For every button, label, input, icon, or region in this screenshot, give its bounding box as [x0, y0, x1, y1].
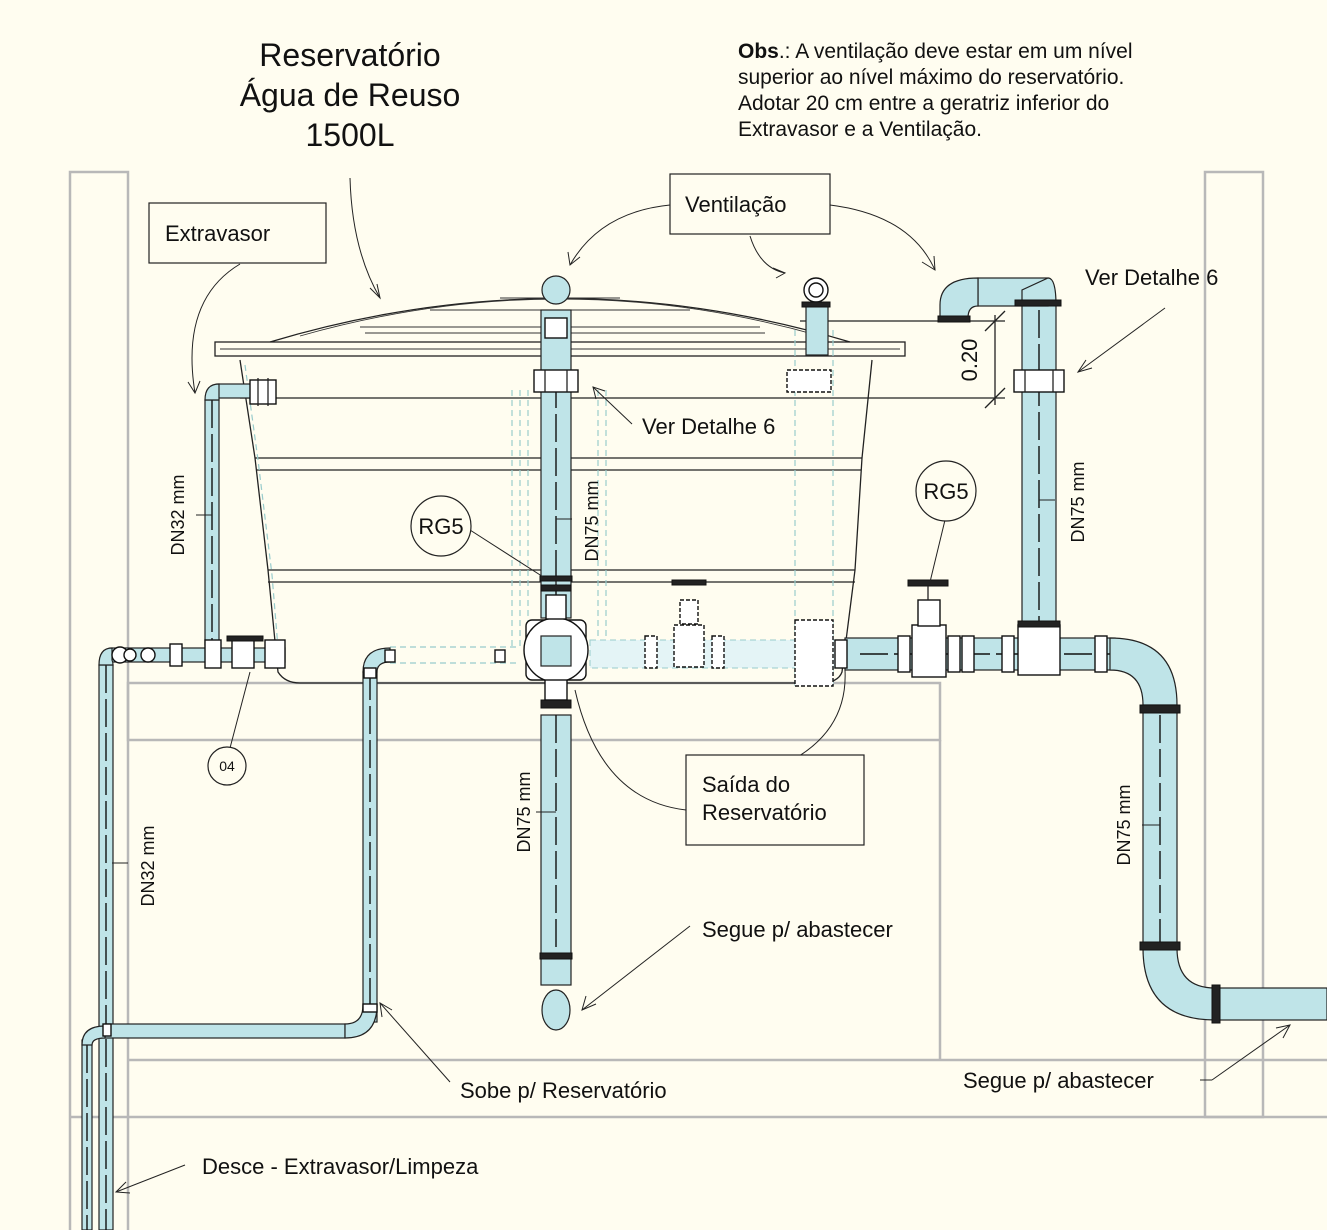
label-saida: Saída do Reservatório [685, 754, 865, 846]
label-extravasor-text: Extravasor [165, 221, 270, 246]
title-line2: Água de Reuso [240, 77, 461, 113]
rg5-right-marker: RG5 [915, 460, 977, 522]
ref-04-text: 04 [219, 758, 235, 774]
observation-note: Obs.: A ventilação deve estar em um níve… [738, 40, 1133, 141]
dn75-right-bottom: DN75 mm [1114, 784, 1134, 865]
note-line1: .: A ventilação deve estar em um nível [779, 40, 1133, 63]
label-saida-line1: Saída do [702, 772, 790, 797]
title-line1: Reservatório [259, 37, 440, 73]
rg5-left-text: RG5 [418, 514, 463, 539]
rg5-right-text: RG5 [923, 479, 968, 504]
fittings [102, 299, 1221, 1037]
svg-text:Obs.: A ventilação deve estar: Obs.: A ventilação deve estar em um níve… [738, 40, 1133, 63]
dn75-center-bottom: DN75 mm [514, 771, 534, 852]
label-extravasor: Extravasor [148, 202, 327, 264]
sobe-label: Sobe p/ Reservatório [460, 1078, 667, 1103]
dn32-bottom: DN32 mm [138, 825, 158, 906]
segue-center: Segue p/ abastecer [702, 917, 893, 942]
ref-04-marker: 04 [207, 746, 247, 786]
note-line3: Adotar 20 cm entre a geratriz inferior d… [738, 92, 1109, 115]
note-line2: superior ao nível máximo do reservatório… [738, 66, 1124, 89]
note-bold: Obs [738, 40, 779, 63]
tank-title: Reservatório Água de Reuso 1500L [240, 37, 461, 153]
ver-detalhe-center: Ver Detalhe 6 [642, 414, 775, 439]
dim-020-text: 0.20 [957, 339, 982, 382]
desce-label: Desce - Extravasor/Limpeza [202, 1154, 479, 1179]
rg5-left-marker: RG5 [410, 495, 472, 557]
reservoir-tank [214, 297, 1005, 690]
dn75-center-top: DN75 mm [582, 480, 602, 561]
ver-detalhe-right: Ver Detalhe 6 [1085, 265, 1218, 290]
title-line3: 1500L [306, 117, 395, 153]
pipes [81, 275, 1327, 1230]
dimension-020: 0.20 [957, 310, 1006, 409]
label-saida-line2: Reservatório [702, 800, 827, 825]
segue-right: Segue p/ abastecer [963, 1068, 1154, 1093]
leaders [112, 177, 1291, 1194]
note-line4: Extravasor e a Ventilação. [738, 118, 982, 141]
label-ventilacao-text: Ventilação [685, 192, 787, 217]
label-ventilacao: Ventilação [669, 173, 831, 235]
dn32-top: DN32 mm [168, 474, 188, 555]
dn75-right-top: DN75 mm [1068, 461, 1088, 542]
